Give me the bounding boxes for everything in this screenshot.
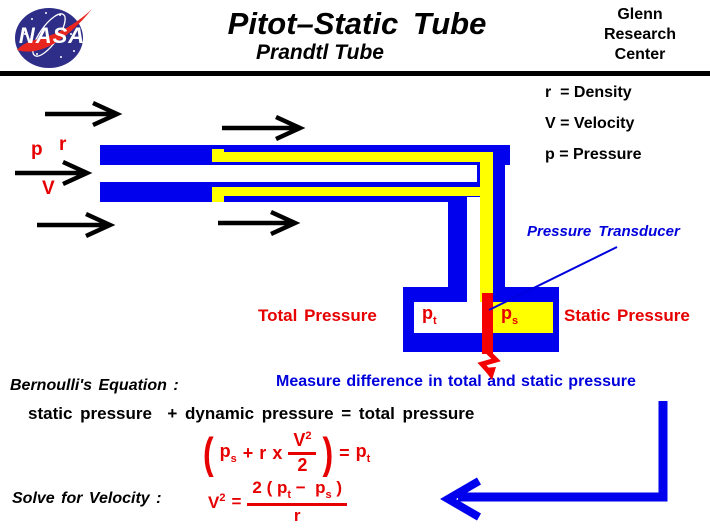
pt-symbol: pt: [422, 303, 437, 327]
bernoulli-formula: ( ps + r x V2 2 ) = pt: [200, 428, 373, 478]
eq2-num-sub1: t: [287, 488, 292, 501]
pt-sub: t: [433, 315, 437, 327]
measure-note: Measure difference in total and static p…: [276, 373, 636, 390]
static-channel-down: [480, 155, 493, 302]
eq1-pt-sub: t: [366, 453, 371, 465]
total-pressure-chamber: [414, 302, 482, 333]
eq2-num-p2: p: [315, 477, 326, 497]
legend-density: r = Density: [545, 84, 632, 101]
legend-velocity: V = Velocity: [545, 115, 635, 132]
pressure-transducer-label: Pressure Transducer: [527, 223, 680, 240]
ps-symbol: ps: [501, 303, 518, 327]
eq2-v-exp: 2: [219, 491, 226, 504]
flow-label-p: p: [31, 139, 43, 160]
eq2-num-sub2: s: [325, 488, 332, 501]
solve-label: Solve for Velocity :: [12, 490, 162, 507]
static-pressure-label: Static Pressure: [564, 306, 690, 325]
ps-base: p: [501, 303, 512, 323]
pt-base: p: [422, 303, 433, 323]
eq1-times: x: [272, 442, 283, 463]
eq1-ps-sub: s: [230, 453, 237, 465]
org-line-1: Glenn: [617, 6, 663, 23]
eq2-lhs: V2: [208, 492, 225, 513]
flow-label-v: V: [42, 178, 55, 199]
eq1-fraction: V2 2: [288, 430, 317, 475]
feedback-arrow: [440, 401, 668, 521]
eq2-equals: =: [231, 492, 242, 511]
nasa-logo-stars: [24, 12, 75, 58]
org-line-3: Center: [614, 46, 666, 63]
eq1-lparen: (: [203, 428, 214, 478]
total-pressure-label: Total Pressure: [258, 306, 377, 325]
eq1-numerator: V2: [288, 430, 317, 455]
eq2-v: V: [208, 492, 220, 512]
eq1-ps-base: p: [219, 441, 231, 461]
eq1-denominator: 2: [297, 455, 308, 475]
org-line-2: Research: [603, 26, 677, 43]
flow-arrow-4: [37, 211, 116, 239]
static-port-upper: [212, 149, 224, 162]
page-subtitle: Prandtl Tube: [256, 41, 384, 64]
eq1-plus: +: [242, 442, 254, 463]
static-port-lower: [212, 189, 224, 202]
word-equation: static pressure + dynamic pressure = tot…: [28, 404, 475, 423]
velocity-formula: V2 = 2 ( pt − ps ) r: [205, 477, 350, 526]
eq1-ps: ps: [220, 441, 237, 465]
flow-arrow-1: [45, 100, 123, 128]
header-divider: [0, 71, 710, 76]
eq2-fraction: 2 ( pt − ps ) r: [247, 477, 348, 526]
eq1-pt: pt: [356, 441, 371, 465]
eq2-num-close: ): [331, 477, 343, 497]
page-title: Pitot–Static Tube: [227, 6, 487, 41]
eq2-denominator: r: [293, 506, 301, 526]
bernoulli-label: Bernoulli's Equation :: [10, 377, 179, 394]
nasa-logo-swoosh: [17, 9, 92, 52]
nasa-logo: [15, 8, 92, 68]
total-pressure-channel: [100, 165, 477, 182]
eq2-num-p1: p: [276, 477, 288, 497]
nasa-logo-text: NASA: [18, 23, 86, 48]
eq1-v-exp: 2: [305, 430, 312, 443]
flow-arrow-2: [222, 114, 306, 142]
eq1-rho: r: [259, 442, 267, 463]
total-channel-down: [467, 197, 480, 302]
org-name: Glenn Research Center: [583, 5, 697, 65]
transducer-diaphragm: [482, 293, 493, 354]
eq1-equals: =: [339, 442, 350, 463]
eq2-minus: −: [291, 477, 316, 497]
eq1-rparen: ): [322, 428, 334, 478]
static-channel-upper: [212, 152, 493, 162]
static-channel-lower: [212, 187, 493, 196]
ps-sub: s: [512, 315, 519, 327]
flow-label-r: r: [59, 134, 67, 155]
legend-pressure: p = Pressure: [545, 146, 642, 163]
flow-arrow-5: [218, 209, 301, 237]
eq1-v: V: [293, 430, 306, 451]
eq2-numerator: 2 ( pt − ps ): [247, 477, 348, 507]
eq1-pt-base: p: [355, 441, 367, 461]
eq2-num-open: 2 (: [252, 477, 277, 497]
